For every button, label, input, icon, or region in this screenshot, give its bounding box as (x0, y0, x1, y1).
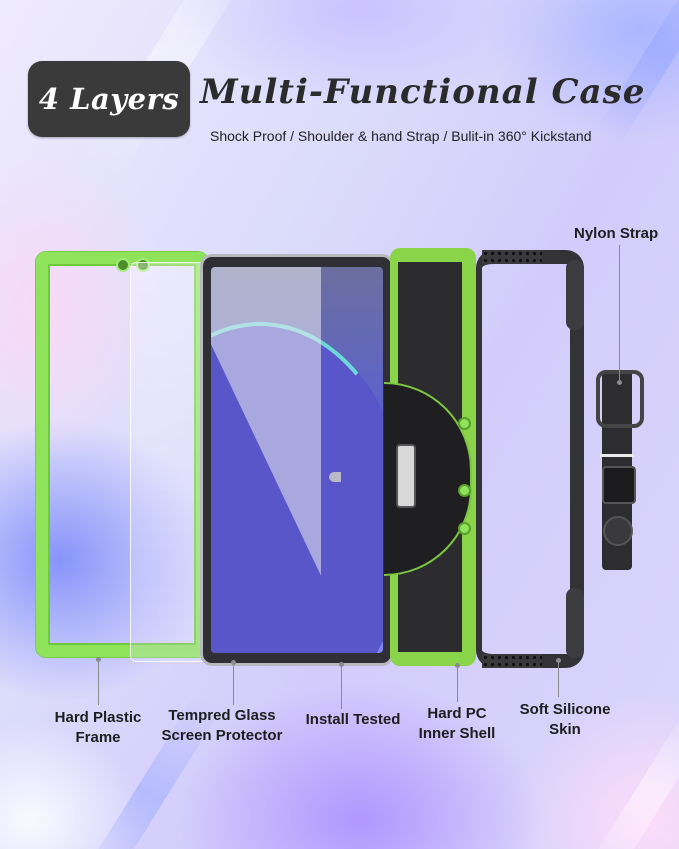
callout-text: Tempred Glass (168, 707, 276, 724)
kickstand-handle-icon (396, 444, 416, 508)
callout-text: Screen Protector (161, 727, 283, 744)
tablet-screen (211, 267, 383, 653)
leader-dot (96, 657, 101, 662)
page-title: Multi-Functional Case (200, 72, 646, 112)
leader-dot (231, 660, 236, 665)
callout-hard-plastic-frame: Hard Plastic Frame (38, 708, 158, 748)
strap-loop (596, 370, 644, 428)
callout-hard-pc-shell: Hard PC Inner Shell (414, 704, 500, 744)
leader-dot (617, 380, 622, 385)
callout-text: Hard Plastic (54, 709, 142, 726)
strap-ring (600, 454, 634, 457)
badge-text: 4 Layers (38, 82, 180, 116)
callout-text: Frame (75, 729, 121, 746)
hard-pc-shell-image (384, 248, 476, 666)
callout-text: Nylon Strap (574, 225, 659, 242)
strap-disc (603, 516, 633, 546)
callout-text: Install Tested (305, 711, 401, 728)
rotating-handle (384, 382, 472, 576)
corner-bumper (566, 260, 584, 330)
callout-text: Inner Shell (418, 725, 496, 742)
callout-soft-silicone-skin: Soft Silicone Skin (510, 700, 620, 740)
callout-text: Soft Silicone (519, 701, 611, 718)
leader-line (98, 660, 99, 705)
honeycomb-pattern (482, 250, 542, 264)
honeycomb-pattern (482, 654, 542, 668)
callout-text: Hard PC (427, 705, 487, 722)
feature-subtitle: Shock Proof / Shoulder & hand Strap / Bu… (210, 128, 592, 144)
leader-dot (455, 663, 460, 668)
callout-install-tested: Install Tested (300, 710, 406, 730)
leader-line (558, 660, 559, 697)
soft-silicone-skin-image (476, 250, 584, 668)
callout-text: Skin (549, 721, 581, 738)
leader-dot (339, 662, 344, 667)
layers-badge: 4 Layers (28, 61, 190, 137)
buckle-icon (602, 466, 636, 504)
leader-dot (556, 658, 561, 663)
glass-notch (329, 472, 341, 482)
frame-hole-icon (136, 258, 150, 272)
frame-hole-icon (116, 258, 130, 272)
shell-peg (458, 522, 471, 535)
leader-line (341, 664, 342, 709)
nylon-strap-image (596, 370, 644, 570)
leader-line (457, 665, 458, 702)
callout-nylon-strap: Nylon Strap (574, 224, 658, 244)
shell-peg (458, 484, 471, 497)
callout-tempered-glass: Tempred Glass Screen Protector (152, 706, 292, 746)
shell-peg (458, 417, 471, 430)
leader-line (619, 245, 620, 380)
corner-bumper (566, 588, 584, 658)
tablet-image (200, 254, 394, 666)
leader-line (233, 662, 234, 705)
